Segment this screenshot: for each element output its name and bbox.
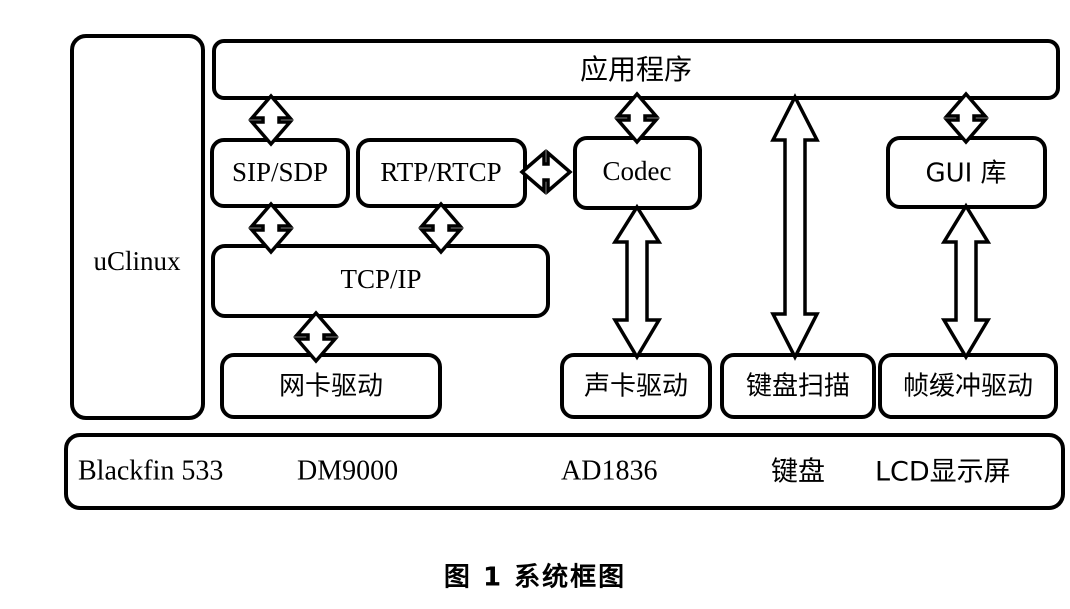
block-codec[interactable]: Codec	[573, 136, 702, 210]
application-label: 应用程序	[580, 53, 692, 86]
uclinux-label: uClinux	[93, 246, 181, 276]
connector-rtp-rtcp-to-codec	[519, 149, 573, 195]
block-nic-driver[interactable]: 网卡驱动	[220, 353, 442, 419]
frame-buffer-driver-label: 帧缓冲驱动	[903, 372, 1033, 402]
block-hardware-bar[interactable]: Blackfin 533 DM9000 AD1836 键盘 LCD显示屏	[64, 433, 1065, 510]
block-rtp-rtcp[interactable]: RTP/RTCP	[356, 138, 527, 208]
hardware-bar-box	[64, 433, 1065, 510]
block-application[interactable]: 应用程序	[212, 39, 1060, 100]
block-keyboard-scan[interactable]: 键盘扫描	[720, 353, 876, 419]
connector-tcp-ip-to-nic-driver	[293, 310, 339, 364]
block-sound-card-driver[interactable]: 声卡驱动	[560, 353, 712, 419]
hardware-item-lcd-display: LCD显示屏	[875, 457, 1011, 488]
sip-sdp-box	[210, 138, 350, 208]
connector-app-to-sip-sdp	[248, 93, 294, 147]
tcp-ip-box	[211, 244, 550, 318]
block-sip-sdp[interactable]: SIP/SDP	[210, 138, 350, 208]
tcp-ip-label: TCP/IP	[340, 264, 421, 294]
sip-sdp-label: SIP/SDP	[232, 157, 328, 187]
connector-codec-to-sound-card-driver	[611, 203, 663, 361]
connector-app-to-keyboard-scan	[770, 93, 820, 361]
hardware-item-dm9000: DM9000	[297, 455, 398, 486]
connector-app-to-gui-lib	[943, 91, 989, 145]
nic-driver-label: 网卡驱动	[279, 372, 383, 402]
connector-app-to-codec	[614, 91, 660, 145]
connector-gui-lib-to-frame-buffer-driver	[940, 202, 992, 361]
hardware-item-ad1836: AD1836	[561, 455, 657, 486]
nic-driver-box	[220, 353, 442, 419]
connector-rtp-rtcp-to-tcp-ip	[418, 201, 464, 255]
hardware-item-keyboard: 键盘	[771, 457, 825, 488]
keyboard-scan-label: 键盘扫描	[746, 372, 850, 402]
gui-lib-label: GUI 库	[925, 159, 1006, 189]
block-tcp-ip[interactable]: TCP/IP	[211, 244, 550, 318]
connector-sip-sdp-to-tcp-ip	[248, 201, 294, 255]
block-gui-lib[interactable]: GUI 库	[886, 136, 1047, 209]
sound-card-driver-label: 声卡驱动	[584, 372, 688, 402]
block-frame-buffer-driver[interactable]: 帧缓冲驱动	[878, 353, 1058, 419]
rtp-rtcp-label: RTP/RTCP	[380, 157, 501, 187]
block-uclinux[interactable]: uClinux	[70, 34, 205, 420]
keyboard-scan-box	[720, 353, 876, 419]
uclinux-box	[70, 34, 205, 420]
codec-label: Codec	[603, 156, 672, 186]
figure-caption: 图 1 系统框图	[444, 562, 626, 593]
hardware-item-blackfin-533: Blackfin 533	[78, 455, 223, 486]
